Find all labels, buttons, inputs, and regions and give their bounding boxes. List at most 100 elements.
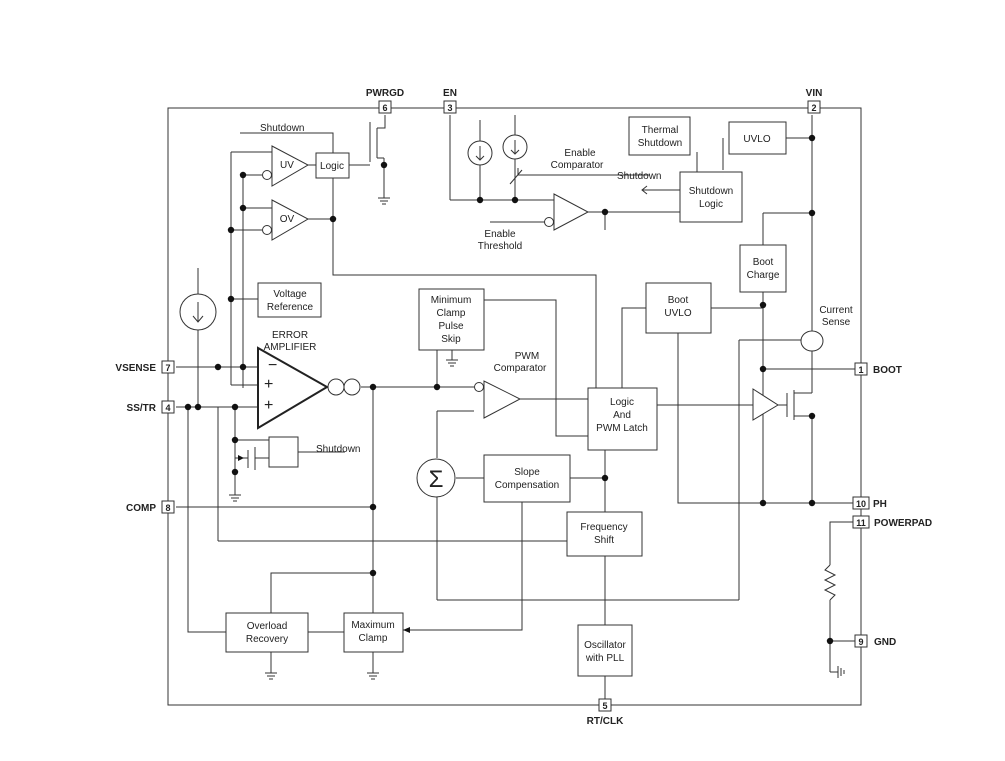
slope-compensation-block [483,454,571,503]
summing-junction-icon [416,458,456,498]
svg-text:Logic: Logic [699,199,723,210]
logic-small-block [315,152,350,179]
error-amplifier [257,346,329,430]
svg-text:And: And [613,410,631,421]
svg-text:Voltage: Voltage [273,289,307,300]
svg-text:Clamp: Clamp [359,633,388,644]
svg-text:Boot: Boot [668,295,689,306]
svg-text:−: − [268,357,277,374]
svg-text:Thermal: Thermal [642,125,679,136]
pin-boot: 1 BOOT [854,362,902,376]
svg-text:5: 5 [602,701,607,711]
svg-text:RT/CLK: RT/CLK [587,716,624,727]
svg-text:+: + [264,397,273,414]
pin-vin: 2 VIN [806,88,823,114]
logic-small-label: Logic [320,161,344,172]
svg-text:ERROR: ERROR [272,330,308,341]
ov-comparator [271,199,310,241]
svg-text:PWM: PWM [515,351,539,362]
svg-text:7: 7 [165,363,170,373]
svg-text:Charge: Charge [747,270,780,281]
svg-text:+: + [264,376,273,393]
svg-text:GND: GND [874,637,896,648]
shutdown-label-top: Shutdown [260,123,304,134]
pin-gnd: 9 GND [854,634,896,648]
pwm-comparator [483,380,522,419]
overload-recovery-block [225,612,309,653]
svg-text:Maximum: Maximum [351,620,394,631]
svg-text:Enable: Enable [564,148,596,159]
svg-text:6: 6 [382,103,387,113]
uv-label: UV [280,160,294,171]
voltage-reference-block [257,282,322,318]
svg-text:Pulse: Pulse [438,321,463,332]
svg-text:3: 3 [447,103,452,113]
svg-text:Threshold: Threshold [478,241,522,252]
svg-text:VSENSE: VSENSE [115,363,156,374]
svg-text:Sense: Sense [822,317,851,328]
uvlo-block [728,121,787,155]
svg-text:Frequency: Frequency [580,522,627,533]
minimum-clamp-block [418,288,485,351]
svg-text:AMPLIFIER: AMPLIFIER [264,342,317,353]
pin-sstr: 4 SS/TR [127,400,175,414]
svg-text:10: 10 [856,499,866,509]
svg-text:Skip: Skip [441,334,461,345]
svg-text:UVLO: UVLO [664,308,691,319]
logic-pwm-latch-block [587,387,658,451]
pin-rtclk: 5 RT/CLK [587,698,624,727]
svg-text:PWM Latch: PWM Latch [596,423,648,434]
boot-charge-block [739,244,787,293]
pin-pwrgd: 6 PWRGD [366,88,404,114]
svg-text:Overload: Overload [247,621,288,632]
svg-text:Comparator: Comparator [494,363,547,374]
ov-label: OV [280,214,295,225]
svg-text:PWRGD: PWRGD [366,88,404,99]
svg-text:Shutdown: Shutdown [638,138,682,149]
pin-ph: 10 PH [852,496,887,510]
svg-text:Clamp: Clamp [437,308,466,319]
svg-text:2: 2 [811,103,816,113]
svg-text:BOOT: BOOT [873,365,902,376]
current-sense-icon [800,330,824,352]
svg-text:Boot: Boot [753,257,774,268]
junction-dots [184,134,834,645]
enable-comparator [553,193,590,231]
svg-text:SS/TR: SS/TR [127,403,157,414]
svg-text:1: 1 [858,365,863,375]
svg-text:Enable: Enable [484,229,516,240]
svg-text:Current: Current [819,305,853,316]
svg-text:Shutdown: Shutdown [689,186,733,197]
svg-text:COMP: COMP [126,503,156,514]
svg-text:Logic: Logic [610,397,634,408]
svg-text:EN: EN [443,88,457,99]
svg-text:4: 4 [165,403,170,413]
pin-powerpad: 11 POWERPAD [852,515,932,529]
svg-text:Reference: Reference [267,302,314,313]
svg-text:8: 8 [165,503,170,513]
shutdown-logic-block [679,171,743,223]
svg-text:11: 11 [856,518,866,528]
boot-uvlo-block [645,282,712,334]
shutdown-label-arrow: Shutdown [617,171,661,182]
svg-text:VIN: VIN [806,88,823,99]
svg-text:Slope: Slope [514,467,540,478]
svg-text:Σ: Σ [429,466,444,493]
svg-text:POWERPAD: POWERPAD [874,518,932,529]
pin-vsense: 7 VSENSE [115,360,175,374]
shutdown-label-mid: Shutdown [316,444,360,455]
svg-text:Recovery: Recovery [246,634,288,645]
ss-fet-block [268,436,299,468]
oscillator-block [577,624,633,677]
svg-text:Oscillator: Oscillator [584,640,626,651]
frequency-shift-block [566,511,643,557]
pin-comp: 8 COMP [126,500,175,514]
thermal-shutdown-block [628,116,691,156]
svg-text:Comparator: Comparator [551,160,604,171]
svg-text:9: 9 [858,637,863,647]
maximum-clamp-block [343,612,404,653]
pin-en: 3 EN [443,88,457,114]
svg-text:Compensation: Compensation [495,480,559,491]
svg-text:Minimum: Minimum [431,295,472,306]
